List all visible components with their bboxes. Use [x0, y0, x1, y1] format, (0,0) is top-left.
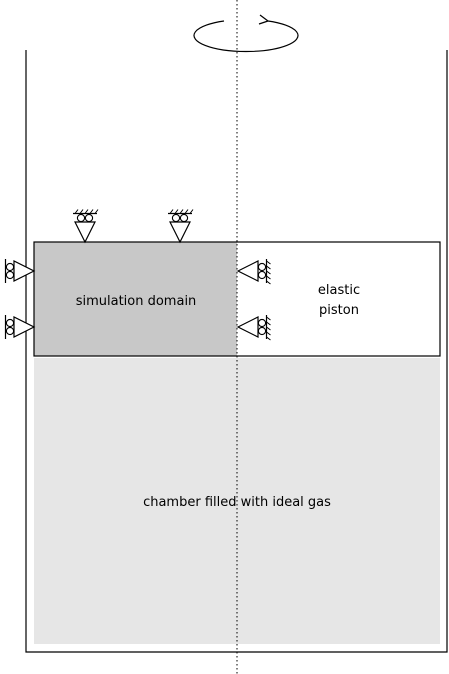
- roller-support-icon: [236, 315, 271, 341]
- roller-support-icon: [4, 259, 36, 283]
- roller-support-icon: [168, 209, 194, 244]
- roller-support-icon: [236, 259, 271, 285]
- simulation-domain-label: simulation domain: [76, 294, 197, 309]
- chamber-label: chamber filled with ideal gas: [143, 495, 331, 510]
- elastic-piston-label-line1: elastic: [318, 283, 360, 298]
- rotation-arrow-icon: [193, 14, 299, 53]
- roller-support-icon: [4, 315, 36, 339]
- roller-support-icon: [73, 209, 99, 244]
- elastic-piston-label-line2: piston: [319, 303, 359, 318]
- simulation-domain: [34, 242, 237, 356]
